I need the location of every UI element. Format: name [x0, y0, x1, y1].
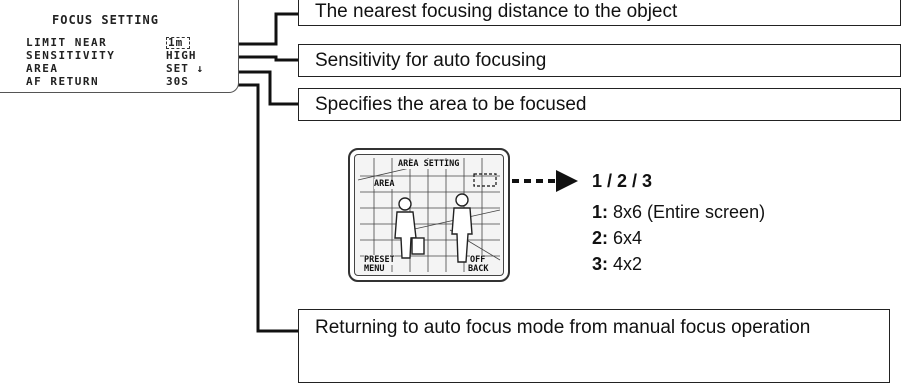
area-option-3-text: 4x2: [608, 254, 643, 274]
area-option-1-key: 1:: [592, 202, 609, 222]
callout-af-return: Returning to auto focus mode from manual…: [298, 309, 890, 383]
menu-title: FOCUS SETTING: [52, 13, 159, 27]
area-option-1: 1: 8x6 (Entire screen): [592, 202, 765, 223]
callout-limit-near: The nearest focusing distance to the obj…: [298, 0, 901, 26]
monitor-preset: PRESET: [364, 255, 395, 265]
menu-value-sensitivity: HIGH: [166, 49, 197, 62]
arrow-icon: [556, 170, 578, 192]
callout-sensitivity: Sensitivity for auto focusing: [298, 44, 901, 77]
monitor-menu: MENU: [364, 264, 385, 274]
monitor-off: OFF: [470, 255, 486, 265]
connector-lines: [232, 12, 578, 333]
area-option-3: 3: 4x2: [592, 254, 642, 275]
area-option-2-text: 6x4: [608, 228, 643, 248]
menu-row-sensitivity: SENSITIVITY: [26, 49, 116, 62]
menu-value-limit-near: 1m: [166, 37, 191, 49]
callout-area-text: Specifies the area to be focused: [315, 93, 587, 115]
focus-setting-menu: FOCUS SETTING LIMIT NEAR 1m SENSITIVITY …: [0, 0, 239, 93]
area-option-2: 2: 6x4: [592, 228, 642, 249]
menu-value-af-return: 30S: [166, 75, 189, 88]
callout-af-return-text: Returning to auto focus mode from manual…: [315, 317, 811, 338]
monitor-area-label: AREA: [374, 179, 395, 189]
menu-row-af-return: AF RETURN: [26, 75, 100, 88]
area-options-heading: 1 / 2 / 3: [592, 171, 653, 191]
menu-value-area: SET ↓: [166, 62, 205, 75]
callout-limit-near-text: The nearest focusing distance to the obj…: [315, 1, 678, 22]
monitor-back: BACK: [468, 264, 489, 274]
callout-sensitivity-text: Sensitivity for auto focusing: [315, 49, 547, 71]
area-setting-monitor: AREA SETTING AREA PRESET MENU OFF BACK: [348, 148, 510, 282]
callout-area: Specifies the area to be focused: [298, 88, 901, 121]
menu-row-limit-near: LIMIT NEAR: [26, 36, 108, 49]
area-option-3-key: 3:: [592, 254, 609, 274]
menu-row-area: AREA: [26, 62, 59, 75]
monitor-title: AREA SETTING: [398, 159, 460, 169]
area-option-1-text: 8x6 (Entire screen): [608, 202, 766, 222]
area-option-2-key: 2:: [592, 228, 609, 248]
